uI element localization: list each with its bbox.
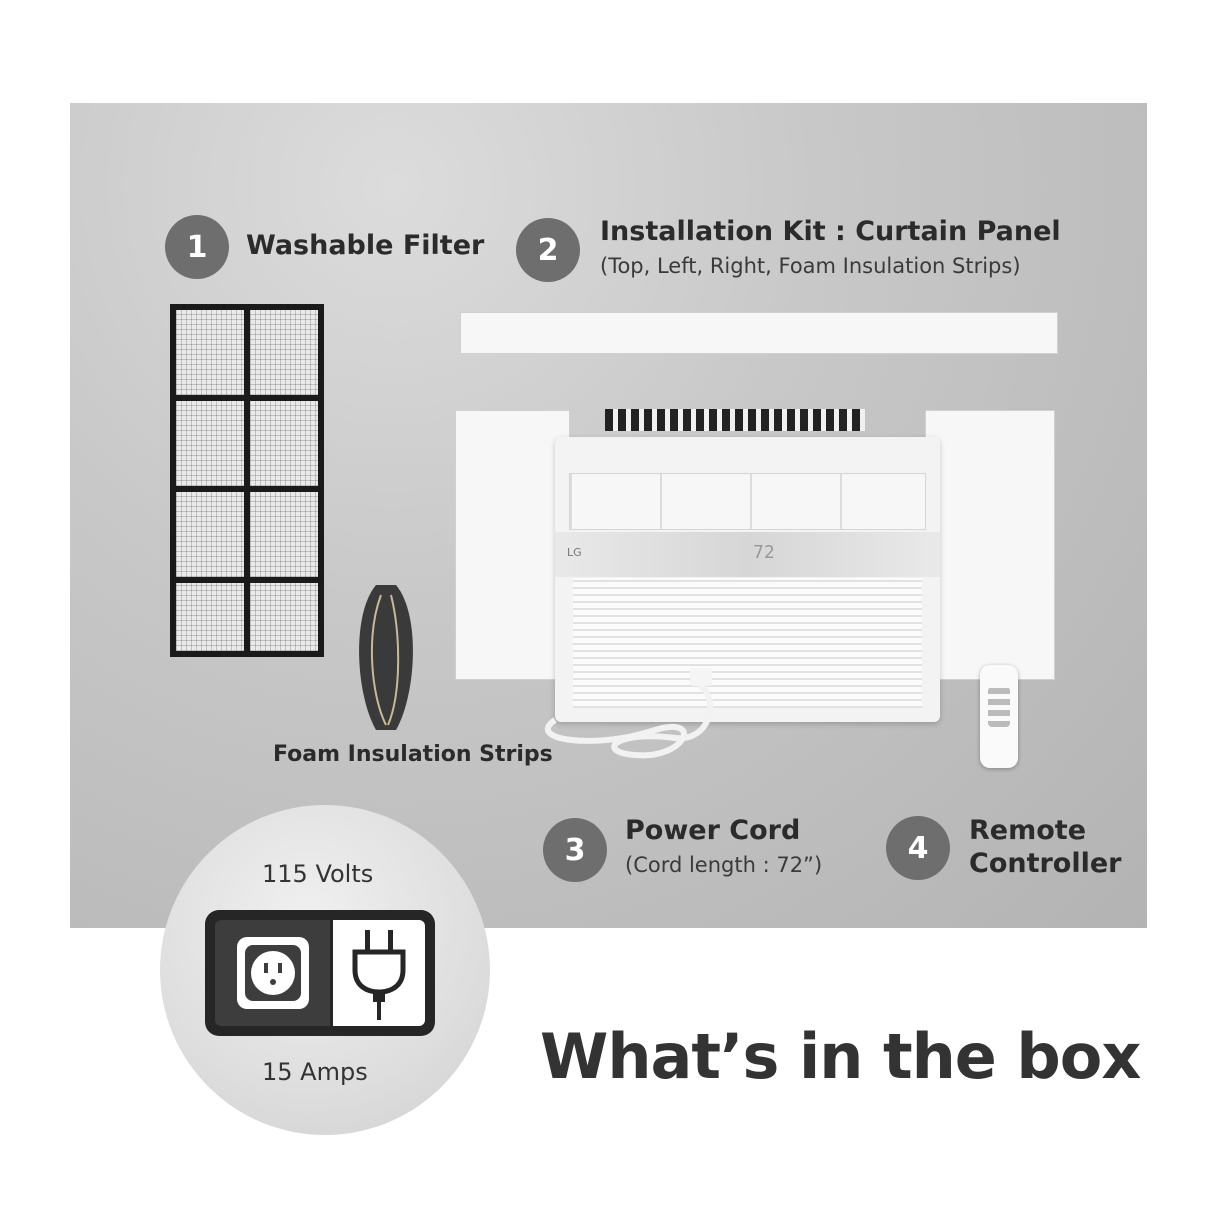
plug-icon: [352, 930, 406, 1020]
left-curtain-panel-image: [455, 410, 570, 680]
volts-label: 115 Volts: [262, 860, 374, 888]
item-4-label: Remote: [969, 815, 1087, 846]
item-4-label-line2: Controller: [969, 848, 1122, 879]
top-vent-slots: [605, 409, 865, 431]
front-grill: [573, 578, 922, 708]
control-panel: LG 72: [555, 532, 940, 577]
outlet-icon: [237, 937, 309, 1009]
foam-strips-label: Foam Insulation Strips: [273, 742, 553, 767]
right-curtain-panel-image: [925, 410, 1055, 680]
item-4-number: 4: [886, 816, 950, 880]
amps-label: 15 Amps: [262, 1058, 368, 1086]
outlet-plug-graphic: [205, 910, 435, 1036]
item-3-sub: (Cord length : 72”): [625, 853, 823, 877]
washable-filter-image: [170, 304, 324, 657]
air-vents: [569, 473, 926, 530]
item-3-label: Power Cord: [625, 815, 801, 846]
item-1-label: Washable Filter: [246, 230, 485, 261]
item-1-number: 1: [165, 215, 229, 279]
foam-strips-image: [359, 585, 413, 730]
item-2-label: Installation Kit : Curtain Panel: [600, 216, 1061, 247]
remote-controller-image: [980, 665, 1018, 768]
item-3-number: 3: [543, 818, 607, 882]
top-curtain-panel-image: [460, 312, 1058, 354]
temperature-display: 72: [753, 542, 775, 563]
headline: What’s in the box: [540, 1020, 1141, 1093]
lg-logo: LG: [567, 546, 582, 559]
item-2-sub: (Top, Left, Right, Foam Insulation Strip…: [600, 254, 1021, 278]
item-2-number: 2: [516, 218, 580, 282]
power-cord-image: [544, 668, 714, 759]
air-conditioner-image: LG 72: [555, 409, 940, 722]
